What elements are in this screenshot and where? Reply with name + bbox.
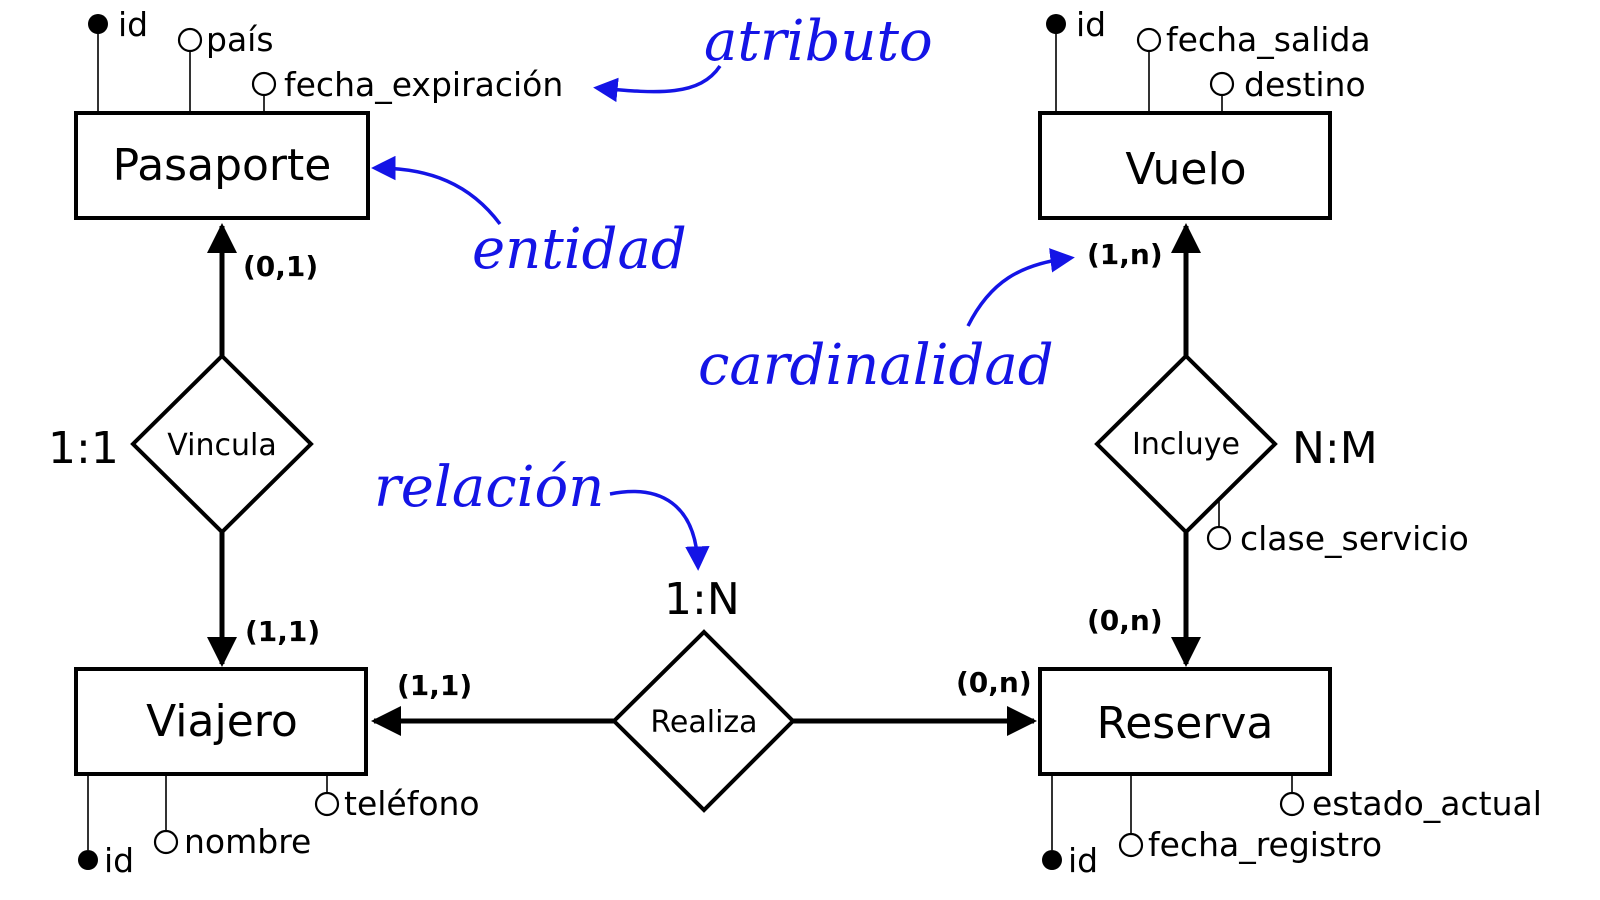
attribute-label: fecha_expiración bbox=[284, 65, 563, 104]
relationship-incluye: Incluye bbox=[1094, 353, 1278, 535]
entity-pasaporte-label: Pasaporte bbox=[113, 140, 332, 191]
key-marker-icon bbox=[1042, 850, 1062, 870]
optional-marker-icon bbox=[1118, 832, 1144, 858]
relationship-vincula-label: Vincula bbox=[167, 428, 276, 463]
annotation-cardinalidad-label: cardinalidad bbox=[698, 333, 1054, 398]
attribute-label: teléfono bbox=[344, 784, 480, 823]
annotation-relacion-label: relación bbox=[374, 455, 604, 520]
attribute-pasaporte-pais: país bbox=[177, 20, 274, 113]
attribute-label: fecha_salida bbox=[1166, 20, 1371, 59]
entity-pasaporte: Pasaporte bbox=[74, 111, 370, 220]
relationship-realiza-label: Realiza bbox=[650, 705, 757, 740]
relationship-realiza: Realiza bbox=[611, 629, 796, 813]
attribute-reserva-estado-actual: estado_actual bbox=[1279, 774, 1542, 823]
attribute-viajero-nombre: nombre bbox=[153, 774, 311, 861]
cardinality-incluye-reserva: (0,n) bbox=[1087, 604, 1163, 637]
attribute-incluye-clase-servicio: clase_servicio bbox=[1206, 500, 1469, 558]
annotation-entidad-arrow bbox=[371, 155, 502, 226]
attribute-viajero-id: id bbox=[78, 774, 134, 880]
optional-marker-icon bbox=[177, 27, 203, 53]
annotation-atributo-label: atributo bbox=[704, 9, 933, 74]
annotation-atributo: atributo bbox=[593, 9, 933, 103]
attribute-label: destino bbox=[1244, 65, 1366, 104]
optional-marker-icon bbox=[1279, 791, 1305, 817]
key-marker-icon bbox=[78, 850, 98, 870]
entity-vuelo-label: Vuelo bbox=[1125, 144, 1246, 195]
optional-marker-icon bbox=[153, 829, 179, 855]
cardinality-vincula-pasaporte: (0,1) bbox=[243, 250, 318, 283]
annotation-relacion: relación bbox=[374, 455, 710, 571]
optional-marker-icon bbox=[251, 71, 277, 97]
attribute-reserva-fecha-registro: fecha_registro bbox=[1118, 774, 1382, 864]
entity-reserva: Reserva bbox=[1038, 667, 1332, 776]
optional-marker-icon bbox=[1209, 71, 1235, 97]
relationship-incluye-type: N:M bbox=[1292, 423, 1378, 474]
attribute-label: clase_servicio bbox=[1240, 519, 1469, 558]
attribute-label: id bbox=[104, 841, 134, 880]
attribute-pasaporte-fecha-expiracion: fecha_expiración bbox=[251, 65, 563, 113]
attribute-label: estado_actual bbox=[1312, 784, 1542, 823]
optional-marker-icon bbox=[314, 791, 340, 817]
attribute-viajero-telefono: teléfono bbox=[314, 774, 480, 823]
entity-viajero: Viajero bbox=[74, 667, 368, 776]
cardinality-realiza-viajero: (1,1) bbox=[397, 669, 472, 702]
entity-vuelo: Vuelo bbox=[1038, 111, 1332, 220]
cardinality-incluye-vuelo: (1,n) bbox=[1087, 238, 1163, 271]
attribute-label: fecha_registro bbox=[1148, 825, 1382, 864]
relationship-vincula-type: 1:1 bbox=[48, 423, 119, 474]
relationship-realiza-type: 1:N bbox=[664, 574, 740, 625]
attribute-label: id bbox=[1068, 841, 1098, 880]
entity-viajero-label: Viajero bbox=[146, 696, 298, 747]
optional-marker-icon bbox=[1206, 525, 1232, 551]
annotation-entidad: entidad bbox=[371, 155, 687, 282]
key-marker-icon bbox=[88, 14, 108, 34]
attribute-label: país bbox=[206, 20, 274, 59]
annotation-atributo-arrow bbox=[593, 65, 722, 103]
attribute-vuelo-fecha-salida: fecha_salida bbox=[1136, 20, 1371, 113]
attribute-vuelo-destino: destino bbox=[1209, 65, 1366, 113]
annotation-cardinalidad: cardinalidad bbox=[698, 248, 1075, 398]
cardinality-realiza-reserva: (0,n) bbox=[956, 666, 1032, 699]
relationship-incluye-label: Incluye bbox=[1132, 427, 1240, 462]
attribute-pasaporte-id: id bbox=[88, 5, 148, 113]
attribute-label: nombre bbox=[184, 822, 311, 861]
attribute-label: id bbox=[1076, 5, 1106, 44]
annotation-cardinalidad-arrow bbox=[966, 248, 1075, 327]
attribute-reserva-id: id bbox=[1042, 774, 1098, 880]
relationship-vincula: Vincula bbox=[130, 353, 314, 535]
annotation-entidad-label: entidad bbox=[472, 217, 687, 282]
entity-reserva-label: Reserva bbox=[1097, 698, 1274, 749]
attribute-label: id bbox=[118, 5, 148, 44]
optional-marker-icon bbox=[1136, 27, 1162, 53]
annotation-relacion-arrow bbox=[609, 489, 710, 571]
key-marker-icon bbox=[1046, 14, 1066, 34]
attribute-vuelo-id: id bbox=[1046, 5, 1106, 113]
cardinality-vincula-viajero: (1,1) bbox=[245, 615, 320, 648]
